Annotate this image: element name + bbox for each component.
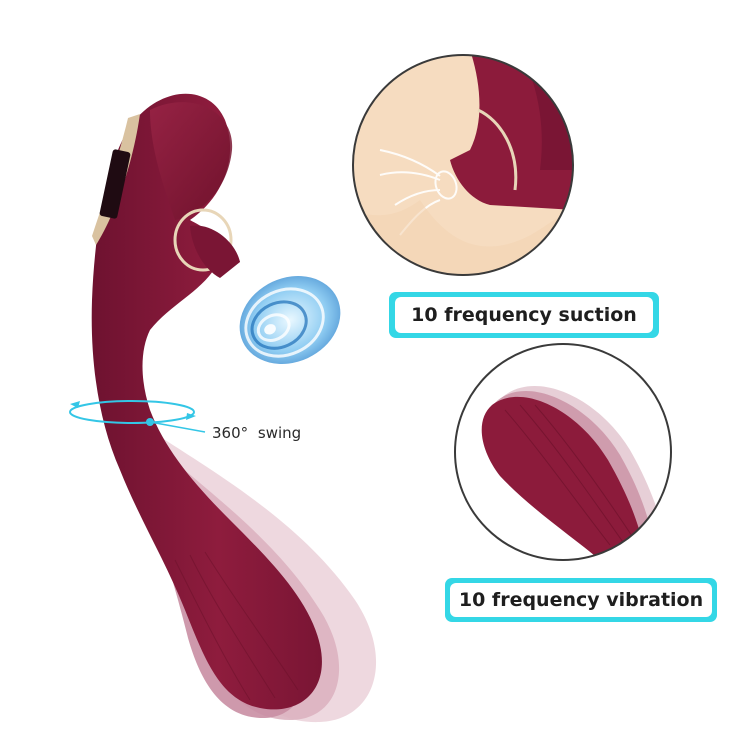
vibration-badge: 10 frequency vibration xyxy=(445,578,717,622)
suction-label: 10 frequency suction xyxy=(395,297,653,333)
vibration-detail-circle xyxy=(454,343,672,561)
swing-ring-icon xyxy=(69,400,206,433)
suction-detail-circle xyxy=(352,54,574,276)
suction-badge: 10 frequency suction xyxy=(389,292,659,338)
suction-wave-icon xyxy=(239,276,341,364)
swing-label: 360° swing xyxy=(212,424,302,442)
device-body xyxy=(91,93,322,710)
vibration-label: 10 frequency vibration xyxy=(450,583,712,617)
